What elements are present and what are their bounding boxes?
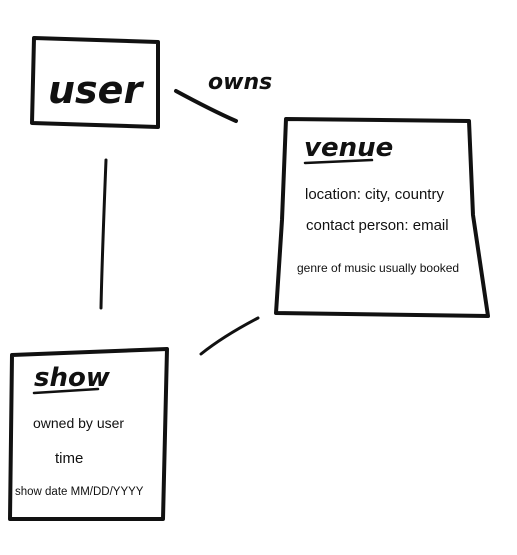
venue-entity: venue location: city, country contact pe… (274, 117, 490, 318)
owns-connector (174, 89, 238, 123)
venue-contact: contact person: email (306, 217, 449, 234)
show-owned-by: owned by user (33, 415, 124, 431)
show-time: time (55, 450, 83, 467)
venue-box (274, 117, 490, 318)
show-title-underline (32, 387, 100, 395)
user-entity: user (30, 36, 160, 129)
venue-genre: genre of music usually booked (297, 261, 459, 275)
show-date: show date MM/DD/YYYY (15, 486, 144, 498)
owns-label: owns (208, 70, 272, 95)
owns-relation: owns (174, 70, 272, 123)
user-show-connector (99, 158, 108, 310)
venue-title: venue (304, 133, 393, 163)
show-entity: show owned by user time show date MM/DD/… (8, 347, 169, 521)
show-box (8, 347, 169, 521)
venue-title-underline (303, 158, 374, 165)
user-title: user (48, 68, 144, 112)
show-title: show (34, 363, 111, 393)
venue-show-connector (199, 316, 260, 356)
user-box (30, 36, 160, 129)
venue-location: location: city, country (305, 186, 444, 203)
